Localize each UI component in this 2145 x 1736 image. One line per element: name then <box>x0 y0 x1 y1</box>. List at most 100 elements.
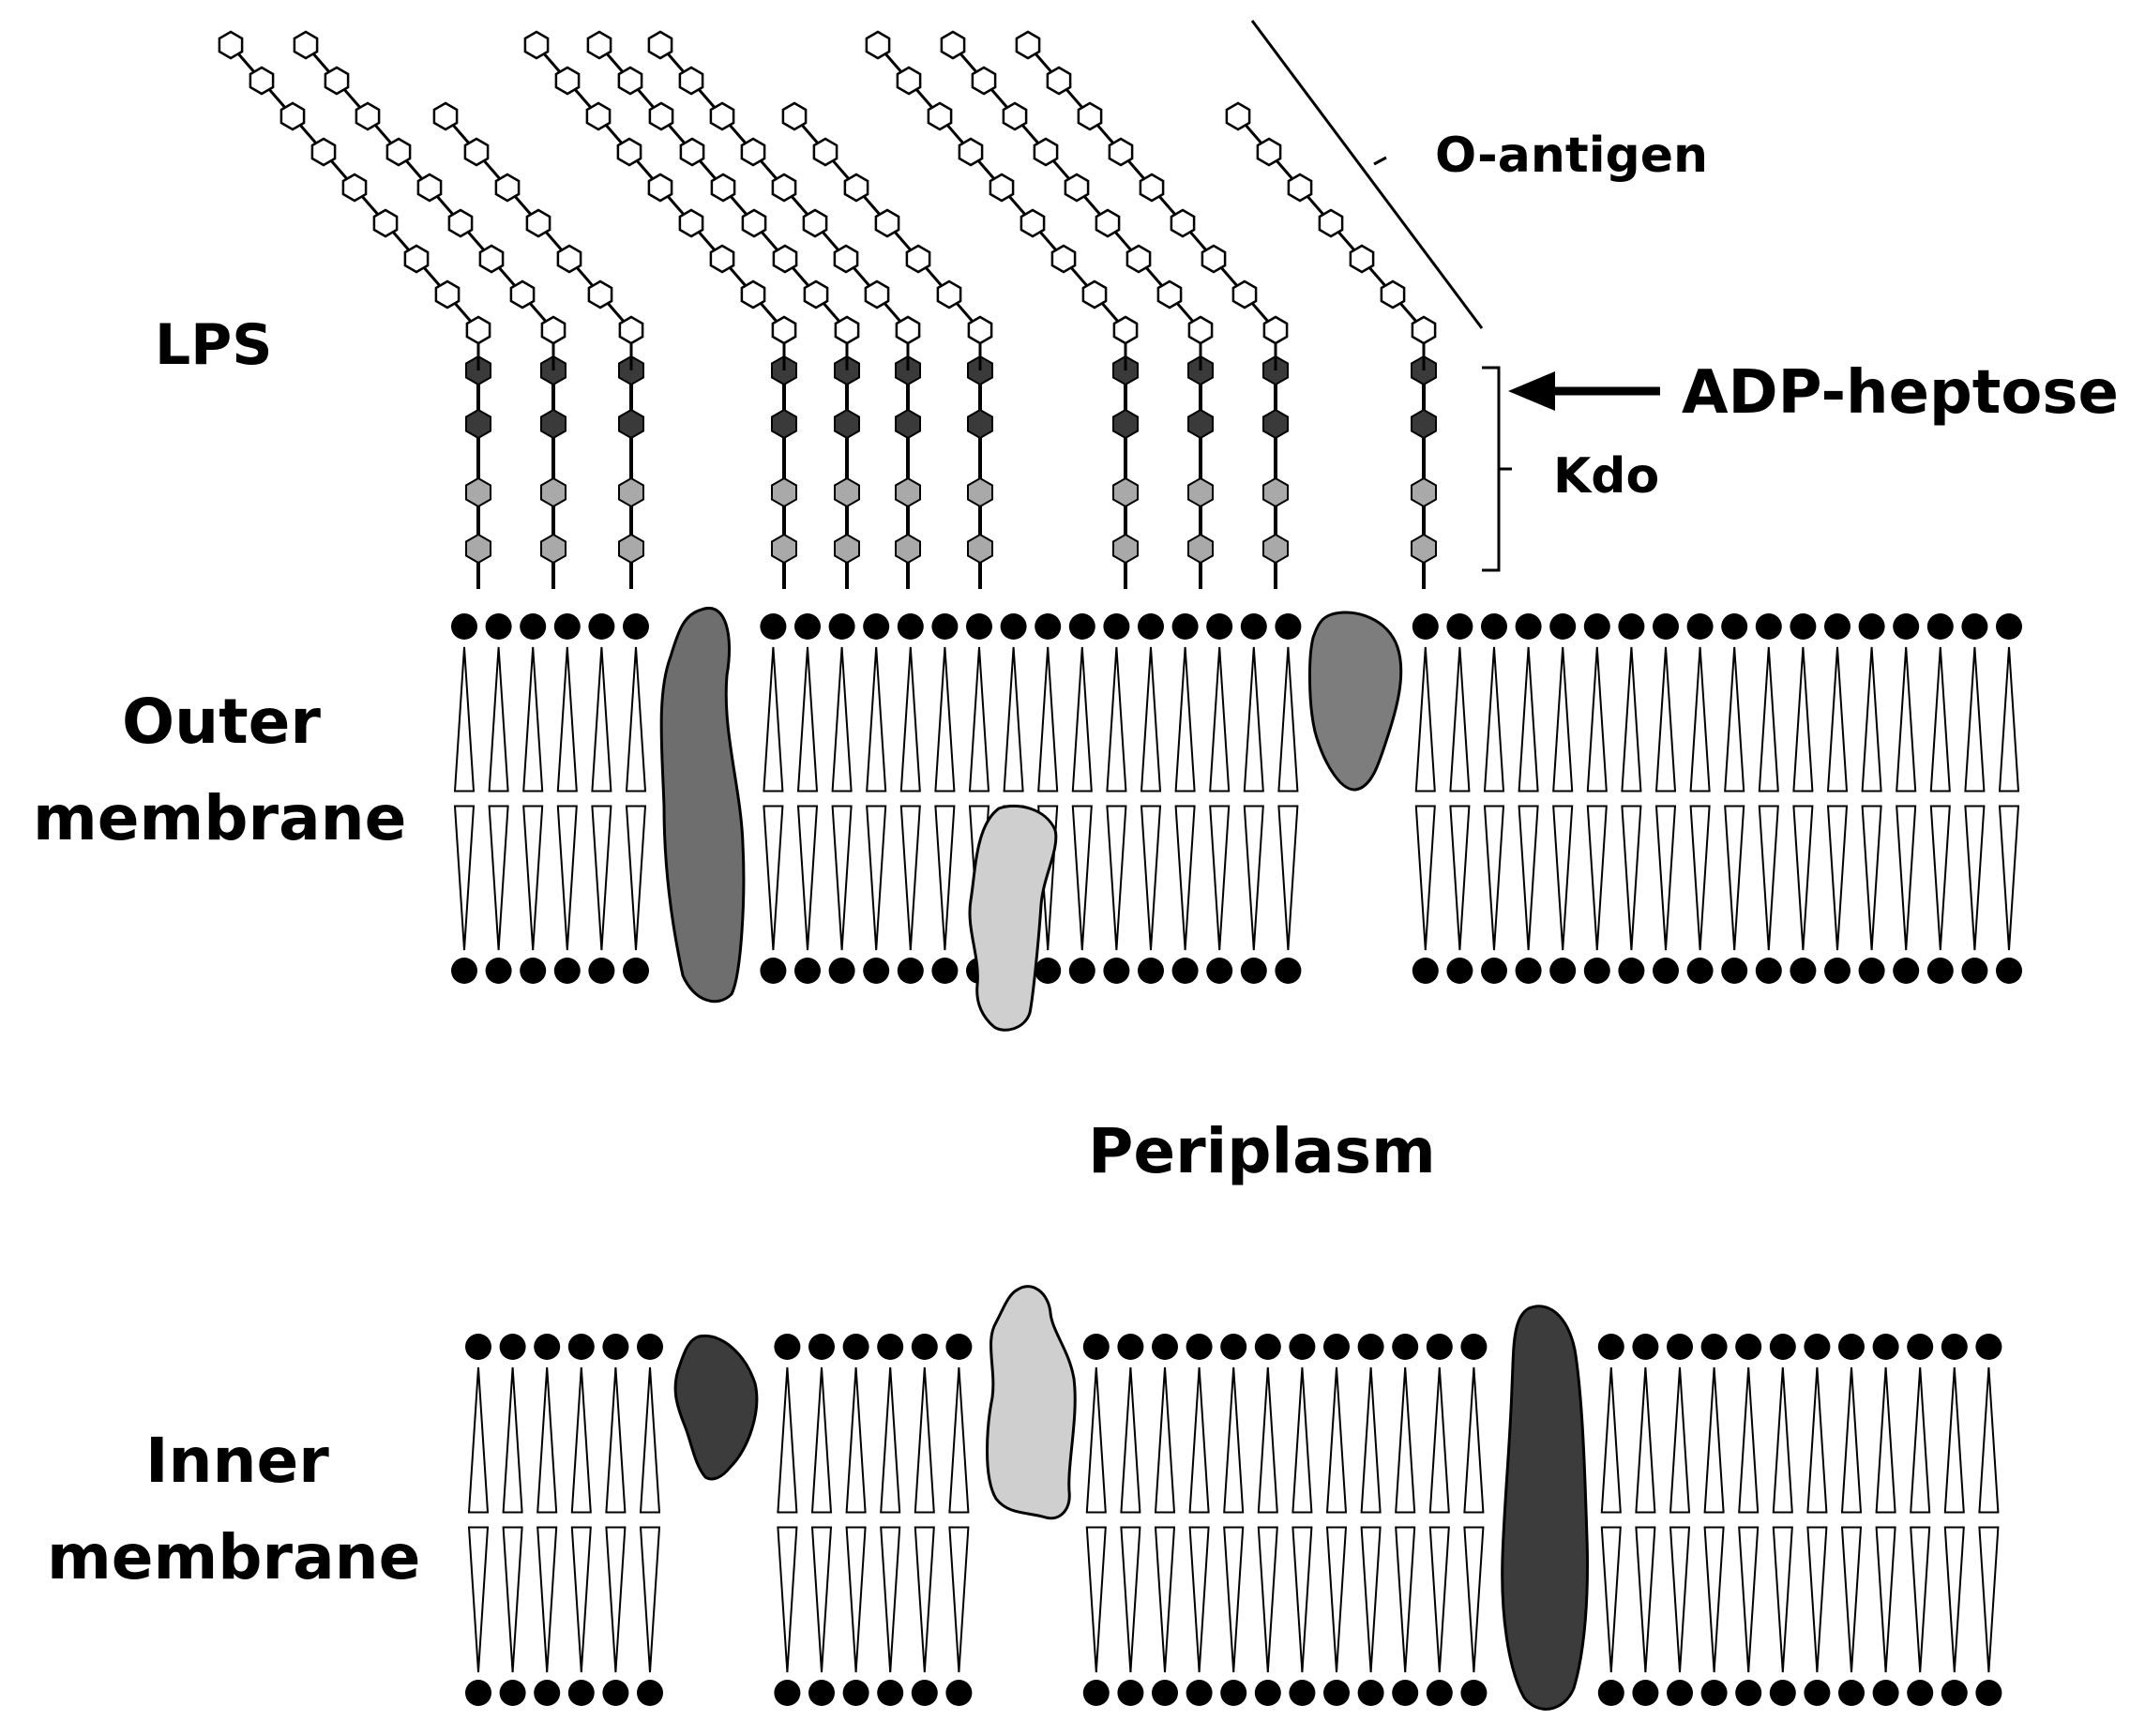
inner-lipid-head-bottom <box>1700 1680 1728 1706</box>
outer-lipid-head-bottom <box>1858 958 1885 984</box>
o-antigen-sugar <box>741 208 767 238</box>
inner-lipid-tail-bottom <box>810 1526 833 1673</box>
o-antigen-sugar <box>372 208 399 238</box>
o-antigen-sugar <box>771 315 797 345</box>
outer-lipid-head-bottom <box>1583 958 1610 984</box>
outer-lipid-tail-top <box>1724 646 1745 793</box>
o-antigen-sugar <box>447 208 474 238</box>
o-antigen-sugar <box>355 101 381 131</box>
outer-lipid-head-top <box>1412 613 1439 640</box>
o-antigen-sugar <box>249 66 275 96</box>
inner-membrane-peripheral-protein <box>673 1334 759 1481</box>
heptose-sugar <box>1262 408 1289 440</box>
inner-lipid-tail-bottom <box>1943 1526 1965 1673</box>
inner-lipid-head-top <box>1769 1334 1796 1360</box>
outer-lipid-tail-bottom <box>866 805 887 951</box>
inner-lipid-tail-bottom <box>1875 1526 1896 1673</box>
kdo-sugar <box>540 533 566 565</box>
o-antigen-sugar <box>1411 315 1437 345</box>
o-antigen-sugar <box>989 173 1015 203</box>
outer-lipid-head-bottom <box>451 958 477 984</box>
inner-lipid-tail-bottom <box>1395 1526 1416 1673</box>
inner-lipid-tail-bottom <box>1703 1526 1725 1673</box>
outer-lipid-head-top <box>1926 613 1954 640</box>
core-bracket <box>1482 366 1512 572</box>
outer-lipid-tail-bottom <box>453 805 476 951</box>
outer-lipid-head-bottom <box>588 958 615 984</box>
o-antigen-sugar <box>833 244 859 274</box>
outer-lipid-tail-top <box>1449 646 1471 793</box>
heptose-sugar <box>618 408 644 440</box>
outer-lipid-tail-bottom <box>1861 805 1882 951</box>
o-antigen-sugar <box>648 101 674 131</box>
outer-lipid-head-top <box>966 613 992 640</box>
outer-lipid-tail-bottom <box>1792 805 1814 951</box>
outer-lipid-head-bottom <box>1206 958 1233 984</box>
outer-lipid-head-bottom <box>931 958 959 984</box>
outer-lipid-head-top <box>1275 613 1302 640</box>
o-antigen-sugar <box>523 30 550 60</box>
outer-lipid-tail-bottom <box>1106 805 1127 951</box>
inner-lipid-head-bottom <box>1152 1680 1178 1706</box>
o-antigen-sugar <box>1156 279 1183 309</box>
inner-lipid-tail-bottom <box>1428 1526 1450 1673</box>
o-antigen-sugar <box>1108 137 1134 167</box>
outer-lipid-tail-top <box>453 646 476 793</box>
outer-lipid-tail-bottom <box>1277 805 1299 951</box>
outer-lipid-tail-top <box>1861 646 1882 793</box>
o-antigen-sugar <box>434 279 461 309</box>
outer-lipid-head-bottom <box>1549 958 1577 984</box>
outer-lipid-head-bottom <box>1824 958 1850 984</box>
inner-lipid-head-bottom <box>1975 1680 2002 1706</box>
outer-lipid-head-top <box>1035 613 1062 640</box>
o-antigen-sugar <box>896 66 922 96</box>
inner-lipid-head-bottom <box>1907 1680 1934 1706</box>
inner-lipid-head-bottom <box>1392 1680 1419 1706</box>
outer-lipid-tail-bottom <box>1758 805 1779 951</box>
inner-lipid-head-top <box>1597 1334 1624 1360</box>
outer-lipid-head-top <box>1000 613 1027 640</box>
inner-lipid-head-bottom <box>1735 1680 1762 1706</box>
outer-lipid-tail-top <box>488 646 509 793</box>
inner-lipid-tail-bottom <box>1120 1526 1141 1673</box>
inner-lipid-head-bottom <box>808 1680 835 1706</box>
inner-lipid-head-bottom <box>1323 1680 1350 1706</box>
inner-lipid-head-top <box>1872 1334 1899 1360</box>
outer-lipid-tail-top <box>934 646 956 793</box>
o-antigen-sugar <box>812 137 838 167</box>
inner-lipid-head-top <box>1082 1334 1110 1360</box>
o-antigen-sugar <box>1225 101 1251 131</box>
inner-lipid-head-top <box>1632 1334 1659 1360</box>
o-antigen-sugar <box>463 137 490 167</box>
inner-lipid-tail-bottom <box>1360 1526 1382 1673</box>
outer-lipid-head-bottom <box>760 958 787 984</box>
outer-lipid-tail-top <box>1586 646 1608 793</box>
inner-lipid-tail-top <box>1669 1366 1691 1514</box>
inner-lipid-head-bottom <box>1220 1680 1247 1706</box>
inner-lipid-head-bottom <box>465 1680 491 1706</box>
inner-lipid-head-bottom <box>842 1680 869 1706</box>
outer-lipid-tail-bottom <box>1174 805 1196 951</box>
outer-lipid-head-top <box>485 613 512 640</box>
inner-lipid-head-bottom <box>1289 1680 1316 1706</box>
adp-heptose-arrow-head <box>1508 371 1555 411</box>
kdo-sugar <box>967 476 993 508</box>
outer-lipid-head-top <box>1824 613 1850 640</box>
kdo-sugar <box>618 533 644 565</box>
outer-lipid-head-bottom <box>897 958 924 984</box>
outer-lipid-head-top <box>1171 613 1199 640</box>
outer-lipid-tail-bottom <box>1724 805 1745 951</box>
inner-lipid-head-top <box>1975 1334 2002 1360</box>
outer-lipid-tail-bottom <box>1552 805 1574 951</box>
inner-lipid-tail-bottom <box>1085 1526 1107 1673</box>
o-antigen-sugar <box>1139 173 1165 203</box>
inner-lipid-tail-bottom <box>1257 1526 1278 1673</box>
outer-lipid-head-top <box>1583 613 1610 640</box>
inner-lipid-head-top <box>465 1334 491 1360</box>
kdo-sugar <box>540 476 566 508</box>
inner-lipid-tail-top <box>1806 1366 1828 1514</box>
inner-lipid-tail-bottom <box>1840 1526 1863 1673</box>
inner-lipid-tail-top <box>1463 1366 1485 1514</box>
o-antigen-sugar <box>709 244 735 274</box>
o-antigen-sugar <box>802 208 828 238</box>
